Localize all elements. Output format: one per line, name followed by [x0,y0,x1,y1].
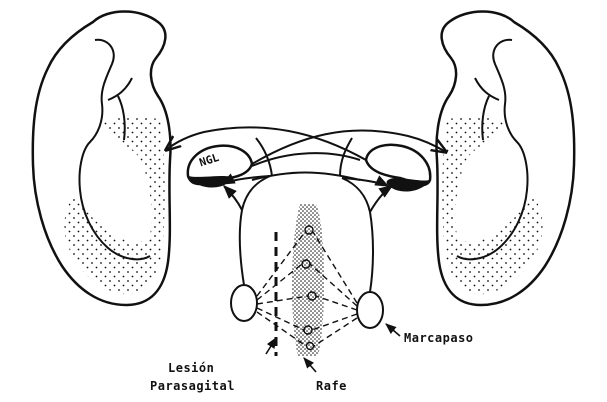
rafe-label: Rafe [316,380,347,392]
right-pacemaker-cell [357,292,383,328]
left-visual-cortex-dots [64,116,164,294]
optic-radiations [166,127,446,176]
right-occipital-lobe [437,12,575,306]
marcapaso-label: Marcapaso [404,332,474,344]
left-lgn [188,146,252,188]
left-pacemaker-cell [231,285,257,321]
lesion-label-line2: Parasagital [150,380,235,392]
right-lgn [366,145,430,192]
right-visual-cortex-dots [442,116,542,294]
label-leaders [266,324,400,372]
lesion-label-line1: Lesión [168,362,214,374]
right-lgn-shaded [387,178,430,192]
left-occipital-lobe [33,12,171,306]
